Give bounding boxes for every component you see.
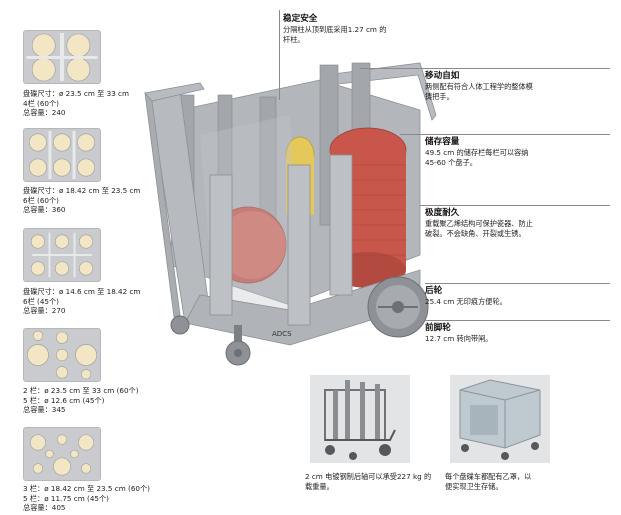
layout-diagram-6-slot-small: [23, 228, 101, 282]
leader-line-5: [425, 320, 610, 321]
feature-stability: 稳定安全 分隔柱从顶到底采用1.27 cm 的 杆柱。: [283, 14, 418, 45]
feature-durability: 极度耐久 重载聚乙烯结构可保护瓷器、防止 破裂。不会缺角、开裂或生锈。: [425, 208, 533, 238]
leader-line-3: [420, 205, 610, 206]
leader-line-top: [279, 10, 280, 100]
layout-diagram-4-slot: [23, 30, 101, 84]
feature-mobility: 移动自如 两侧配有符合人体工程学的整体模 铸把手。: [425, 71, 533, 101]
leader-line-2: [400, 134, 610, 135]
model-label: ADCS: [272, 330, 292, 338]
caption-axle: 2 cm 电镀钢制后轴可以承受227 kg 的 载重量。: [305, 472, 432, 491]
layout-diagram-6-slot-large: [23, 128, 101, 182]
feature-front-casters: 前脚轮 12.7 cm 转向带闸。: [425, 323, 493, 343]
layout-diagram-7-slot-mixed: [23, 328, 101, 382]
layout-spec-1: 盘碟尺寸：ø 23.5 cm 至 33 cm 4栏 (60个) 总容量：240: [23, 89, 130, 118]
layout-spec-3: 盘碟尺寸：ø 14.6 cm 至 18.42 cm 6栏 (45个) 总容量：2…: [23, 287, 141, 316]
empty-cart-photo: [305, 370, 415, 468]
covered-cart-photo: [445, 370, 555, 468]
leader-line-1: [360, 68, 610, 69]
feature-capacity: 储存容量 49.5 cm 的储存栏每栏可以容纳 45-60 个盘子。: [425, 137, 529, 167]
dish-caddy-cart-image: [140, 55, 440, 375]
layout-spec-4: 2 栏：ø 23.5 cm 至 33 cm (60个) 5 栏：ø 12.6 c…: [23, 386, 139, 415]
feature-rear-wheels: 后轮 25.4 cm 无印痕方便轮。: [425, 286, 507, 306]
layout-diagram-8-slot-mixed: [23, 427, 101, 481]
layout-spec-2: 盘碟尺寸：ø 18.42 cm 至 23.5 cm 6栏 (60个) 总容量：3…: [23, 186, 141, 215]
caption-cover: 每个盘碟车都配有乙罩，以 便实现卫生存储。: [445, 472, 532, 491]
feature-title: 稳定安全: [283, 14, 318, 24]
leader-line-4: [425, 283, 610, 284]
layout-spec-5: 3 栏：ø 18.42 cm 至 23.5 cm (60个) 5 栏：ø 11.…: [23, 484, 150, 513]
